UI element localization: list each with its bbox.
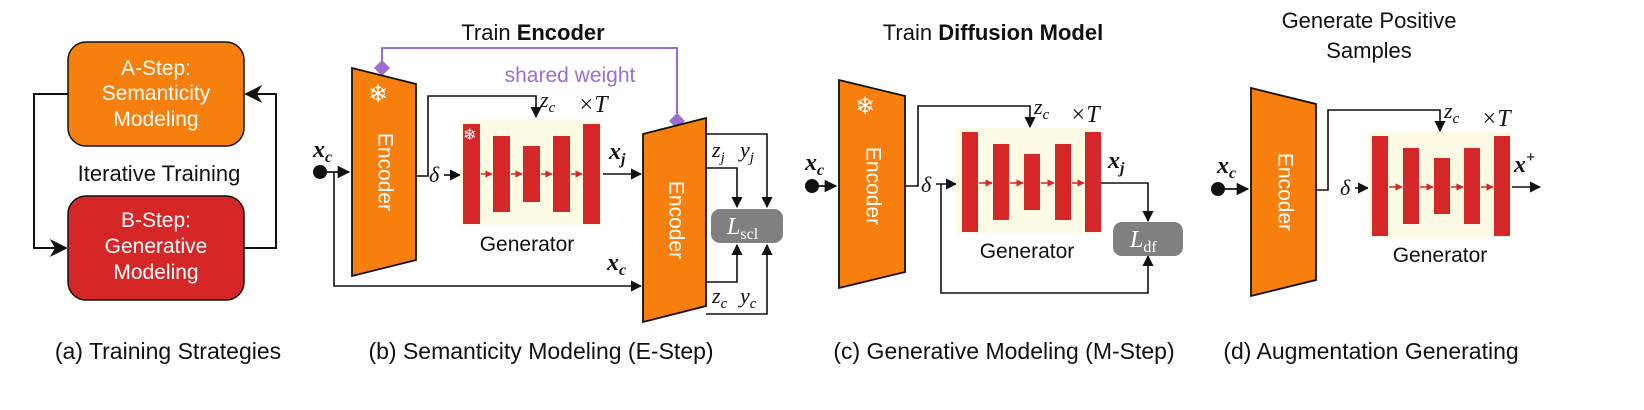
title-d-line2: Samples — [1326, 38, 1412, 63]
noise-loop-arrow-c — [940, 184, 1154, 294]
xc2-label-b: xc — [606, 250, 626, 279]
zc-label-b: zc — [539, 87, 556, 116]
title-b: Train Encoder — [461, 20, 605, 45]
generator-c — [956, 128, 1101, 234]
xj-arrow-c — [1101, 182, 1154, 223]
caption-b: (b) Semanticity Modeling (E-Step) — [368, 338, 713, 364]
zc-label-d: zc — [1443, 98, 1460, 127]
yc-label-b: yc — [738, 283, 757, 312]
yj-arrow-b — [706, 133, 773, 209]
caption-c: (c) Generative Modeling (M-Step) — [833, 338, 1174, 364]
zc2-label-b: zc — [711, 283, 728, 312]
b-step-label-2: Generative — [105, 235, 208, 258]
caption-d: (d) Augmentation Generating — [1223, 338, 1518, 364]
output-label-d: x+ — [1513, 149, 1535, 178]
encoder-2-shape — [642, 116, 707, 324]
a-step-label-3: Modeling — [113, 108, 198, 131]
input-label-b: xc — [312, 137, 332, 166]
a-step-label-2: Semanticity — [102, 82, 211, 105]
times-t-b: ×T — [578, 92, 609, 118]
input-node-c — [805, 179, 819, 193]
b-step-label-1: B-Step: — [121, 209, 191, 232]
generator-b: ❄ — [460, 120, 602, 226]
loop-arrow-left — [33, 93, 68, 257]
encoder-c-shape — [838, 78, 906, 290]
encoder-1-shape — [351, 66, 417, 278]
encoder-1-label: Encoder — [373, 133, 396, 211]
times-t-c: ×T — [1070, 102, 1101, 128]
panel-b: Train Encoder shared weight xc ❄ Encoder… — [312, 20, 783, 364]
title-d-line1: Generate Positive — [1282, 8, 1457, 33]
xj-label-c: xj — [1107, 148, 1125, 177]
generator-snowflake-icon: ❄ — [463, 127, 476, 144]
encoder-c-label: Encoder — [861, 147, 884, 225]
generator-label-c: Generator — [980, 240, 1075, 263]
encoder-2-label: Encoder — [664, 181, 687, 259]
zj-label-b: zj — [711, 137, 725, 166]
generator-d — [1368, 132, 1512, 238]
shared-weight-label: shared weight — [505, 64, 636, 87]
zc-label-c: zc — [1033, 94, 1050, 123]
b-step-label-3: Modeling — [113, 261, 198, 284]
snowflake-icon: ❄ — [368, 81, 388, 108]
generator-label-b: Generator — [480, 233, 575, 256]
input-label-d: xc — [1216, 153, 1236, 182]
shared-weight-link — [374, 47, 685, 129]
loss-df-label: Ldf — [1129, 227, 1157, 256]
generator-label-d: Generator — [1393, 244, 1488, 267]
delta-d: δ — [1340, 175, 1351, 200]
input-label-c: xc — [804, 150, 824, 179]
a-step-label-1: A-Step: — [121, 57, 191, 80]
loss-scl-label: Lscl — [726, 214, 759, 243]
encoder-d-shape — [1250, 86, 1317, 298]
xj-label-b: xj — [608, 139, 626, 168]
panel-a: A-Step: Semanticity Modeling Iterative T… — [33, 41, 281, 364]
zc-arrow-d — [1316, 109, 1446, 191]
input-node-d — [1211, 182, 1225, 196]
zj-arrow-b — [706, 167, 743, 209]
yc-arrow-b — [706, 243, 773, 315]
yj-label-b: yj — [738, 137, 754, 166]
title-c: Train Diffusion Model — [883, 20, 1103, 45]
zc-arrow-b — [416, 95, 542, 177]
delta-c: δ — [921, 172, 932, 197]
caption-a: (a) Training Strategies — [55, 338, 281, 364]
snowflake-icon-c: ❄ — [855, 93, 875, 120]
iterative-training-label: Iterative Training — [78, 161, 241, 186]
encoder-d-label: Encoder — [1273, 153, 1296, 231]
input-node-b — [313, 165, 327, 179]
zc-arrow-c — [905, 105, 1036, 187]
panel-c: Train Diffusion Model xc ❄ Encoder zc ×T… — [804, 20, 1183, 364]
delta-b: δ — [429, 162, 440, 187]
loss-scl-box — [711, 209, 783, 243]
loop-arrow-right — [244, 85, 277, 249]
xc-loop-arrow-b — [333, 172, 643, 292]
zc2-arrow-b — [706, 243, 743, 283]
times-t-d: ×T — [1481, 106, 1512, 132]
panel-d: Generate Positive Samples xc Encoder zc … — [1211, 8, 1542, 364]
loss-df-box — [1113, 222, 1183, 256]
